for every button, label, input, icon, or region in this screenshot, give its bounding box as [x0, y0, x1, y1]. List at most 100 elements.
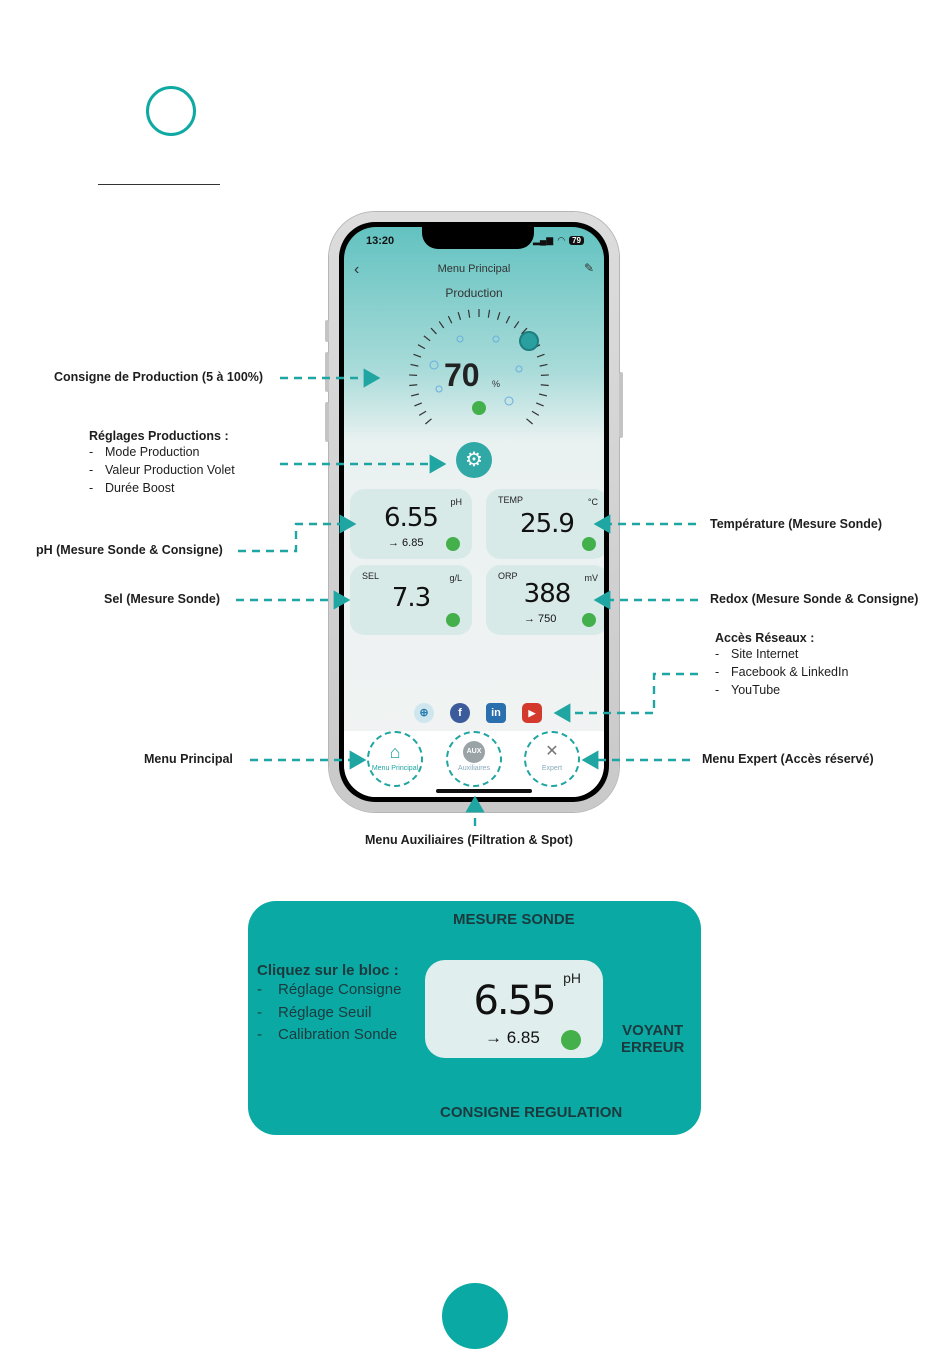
bubble-icon — [456, 335, 464, 343]
annotation-consigne: Consigne de Production (5 à 100%) — [54, 370, 264, 384]
list-item: Valeur Production Volet — [89, 461, 235, 479]
sel-value: 7.3 — [391, 583, 431, 613]
orp-status-dot — [582, 613, 596, 627]
label-erreur: ERREUR — [621, 1039, 685, 1056]
gauge-tick — [413, 353, 422, 358]
status-icons: ▂▄▆ ◠ 79 — [533, 235, 584, 246]
nav-expert[interactable]: ✕ Expert — [524, 731, 580, 787]
gauge-tick — [417, 344, 426, 350]
facebook-icon[interactable]: f — [450, 703, 470, 723]
annotation-temp: Température (Mesure Sonde) — [710, 517, 883, 531]
gauge-tick — [418, 410, 427, 416]
tools-icon: ✕ — [545, 743, 559, 760]
gauge-tick — [521, 327, 528, 335]
orp-label: ORP — [498, 571, 518, 581]
battery-icon: 79 — [569, 236, 584, 245]
gauge-tick — [423, 335, 431, 342]
gauge-tick — [487, 309, 491, 318]
annotation-reseaux-head: Accès Réseaux : — [715, 631, 815, 645]
label-voyant-erreur: VOYANT ERREUR — [621, 1022, 684, 1056]
bottom-nav: ⌂ Menu Principal AUX Auxiliaires ✕ Exper… — [344, 731, 604, 797]
orp-unit: mV — [584, 573, 599, 583]
signal-icon: ▂▄▆ — [533, 235, 554, 245]
info-list: Réglage Consigne Réglage Seuil Calibrati… — [257, 979, 401, 1047]
gauge-tick — [539, 363, 548, 367]
temp-value: 25.9 — [520, 509, 575, 539]
home-indicator — [436, 789, 532, 793]
temp-card[interactable]: TEMP °C 25.9 — [486, 489, 604, 559]
list-item: Réglage Consigne — [257, 979, 401, 1002]
arrow-ph — [238, 514, 357, 553]
gauge-handle[interactable] — [519, 331, 539, 351]
bubble-icon — [435, 385, 443, 393]
info-instructions: Cliquez sur le bloc : Réglage Consigne R… — [257, 962, 401, 1047]
label-mesure-sonde: MESURE SONDE — [453, 911, 575, 928]
back-icon[interactable]: ‹ — [354, 261, 360, 278]
production-settings-button[interactable]: ⚙ — [456, 442, 492, 478]
sel-status-dot — [446, 613, 460, 627]
temp-label: TEMP — [498, 495, 524, 505]
gauge-tick — [414, 402, 423, 407]
edit-icon[interactable]: ✎ — [583, 261, 594, 275]
linkedin-icon[interactable]: in — [486, 703, 506, 723]
gauge-tick — [540, 384, 549, 387]
wifi-icon: ◠ — [557, 235, 566, 245]
annotation-reseaux: Accès Réseaux : Site Internet Facebook &… — [715, 631, 848, 699]
nav-auxiliaires[interactable]: AUX Auxiliaires — [446, 731, 502, 787]
example-status-dot — [561, 1030, 581, 1050]
bubble-icon — [515, 365, 523, 373]
example-setpoint: → 6.85 — [485, 1028, 540, 1047]
production-status-dot — [472, 401, 486, 415]
phone-notch — [422, 227, 534, 249]
home-icon: ⌂ — [389, 742, 401, 762]
youtube-icon[interactable]: ▶ — [522, 703, 542, 723]
annotation-menu-principal: Menu Principal — [144, 752, 233, 766]
nav-label-expert: Expert — [541, 765, 563, 772]
annotation-menu-aux: Menu Auxiliaires (Filtration & Spot) — [365, 833, 573, 847]
aux-icon: AUX — [463, 741, 485, 763]
nav-menu-principal[interactable]: ⌂ Menu Principal — [367, 731, 423, 787]
gear-icon: ⚙ — [465, 449, 483, 471]
annotation-reseaux-list: Site Internet Facebook & LinkedIn YouTub… — [715, 645, 848, 699]
ph-value: 6.55 — [384, 503, 439, 533]
page-title: Menu Principal — [437, 263, 511, 275]
gauge-tick — [496, 312, 501, 320]
globe-icon[interactable]: ⊕ — [414, 703, 434, 723]
gauge-tick — [536, 353, 545, 358]
production-title: Production — [445, 286, 503, 300]
temp-status-dot — [582, 537, 596, 551]
header-circle-outline — [146, 86, 196, 136]
sel-card[interactable]: SEL g/L 7.3 — [350, 565, 472, 635]
gauge-tick — [457, 312, 462, 320]
annotation-menu-expert: Menu Expert (Accès réservé) — [702, 752, 874, 766]
phone-side-button — [325, 402, 329, 442]
label-consigne-regulation: CONSIGNE REGULATION — [440, 1104, 623, 1121]
gauge-tick — [409, 384, 418, 387]
phone-side-button — [325, 320, 329, 342]
orp-setpoint: → 750 — [524, 613, 557, 625]
ph-status-dot — [446, 537, 460, 551]
annotation-redox: Redox (Mesure Sonde & Consigne) — [710, 592, 919, 606]
gauge-tick — [410, 393, 419, 397]
example-ph-card: pH 6.55 → 6.85 — [425, 960, 603, 1058]
ph-unit: pH — [450, 497, 462, 507]
gauge-tick — [410, 363, 419, 367]
ph-card[interactable]: pH 6.55 → 6.85 — [350, 489, 472, 559]
gauge-tick — [424, 418, 432, 425]
gauge-tick — [447, 315, 453, 324]
gauge-tick — [531, 410, 540, 416]
gauge-tick — [539, 393, 548, 397]
arrow-reseaux — [553, 672, 698, 723]
production-gauge[interactable] — [394, 299, 564, 439]
production-value: 70 — [444, 357, 480, 393]
annotation-ph: pH (Mesure Sonde & Consigne) — [36, 543, 223, 557]
example-unit: pH — [563, 970, 581, 986]
list-item: Durée Boost — [89, 479, 235, 497]
nav-label-home: Menu Principal — [371, 765, 419, 772]
list-item: Réglage Seuil — [257, 1002, 401, 1025]
production-unit: % — [492, 379, 501, 389]
info-intro: Cliquez sur le bloc : — [257, 962, 399, 979]
phone-power-button — [619, 372, 623, 438]
ph-setpoint: → 6.85 — [388, 537, 424, 549]
orp-card[interactable]: ORP mV 388 → 750 — [486, 565, 604, 635]
